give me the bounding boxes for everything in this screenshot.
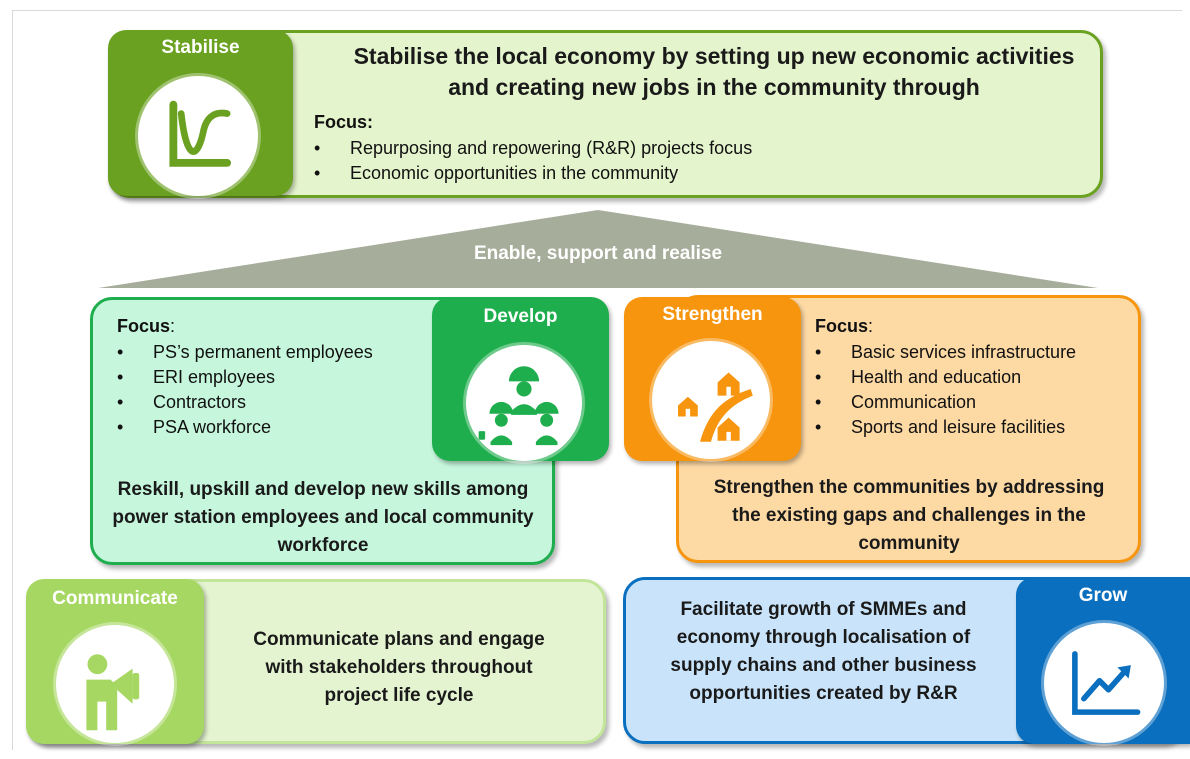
stabilise-heading: Stabilise the local economy by setting u… — [353, 43, 1075, 100]
strengthen-summary: Strengthen the communities by addressing… — [713, 477, 1105, 554]
develop-summary: Reskill, upskill and develop new skills … — [112, 479, 534, 556]
communicate-badge-label: Communicate — [52, 588, 178, 609]
list-item: ERI employees — [117, 365, 373, 390]
grow-badge-label: Grow — [1078, 585, 1128, 606]
frame-top-line — [12, 10, 1182, 11]
develop-badge: Develop — [432, 297, 609, 461]
stabilise-focus-label: Focus: — [314, 112, 374, 132]
strengthen-badge-label: Strengthen — [662, 304, 763, 325]
grow-summary: Facilitate growth of SMMEs and economy t… — [670, 599, 977, 704]
list-item: Repurposing and repowering (R&R) project… — [314, 136, 752, 161]
banner-label: Enable, support and realise — [473, 243, 723, 264]
communicate-summary: Communicate plans and engage with stakeh… — [253, 629, 545, 706]
stabilise-focus-list: Repurposing and repowering (R&R) project… — [314, 136, 752, 186]
stabilise-badge: Stabilise — [108, 30, 293, 196]
list-item: PS’s permanent employees — [117, 340, 373, 365]
develop-focus-list: PS’s permanent employees ERI employees C… — [117, 340, 373, 440]
communicate-badge: Communicate — [26, 579, 204, 744]
list-item: Communication — [815, 390, 1076, 415]
houses-road-icon — [652, 341, 770, 459]
megaphone-person-icon — [56, 625, 174, 743]
list-item: Contractors — [117, 390, 373, 415]
strengthen-focus-label: Focus: — [815, 316, 874, 336]
strengthen-badge: Strengthen — [624, 297, 801, 461]
grow-panel: Facilitate growth of SMMEs and economy t… — [623, 577, 1183, 744]
list-item: Sports and leisure facilities — [815, 415, 1076, 440]
list-item: Economic opportunities in the community — [314, 161, 752, 186]
rising-chart-icon — [1044, 623, 1164, 743]
strengthen-focus-list: Basic services infrastructure Health and… — [815, 340, 1076, 440]
grow-badge: Grow — [1016, 577, 1190, 744]
workers-icon — [466, 345, 582, 461]
enable-banner: Enable, support and realise — [98, 210, 1098, 288]
list-item: PSA workforce — [117, 415, 373, 440]
develop-focus-label: Focus: — [117, 316, 176, 336]
stabilise-badge-label: Stabilise — [161, 37, 240, 58]
list-item: Basic services infrastructure — [815, 340, 1076, 365]
frame-left-line — [12, 10, 13, 750]
develop-badge-label: Develop — [483, 306, 558, 327]
growth-curve-icon — [138, 76, 258, 196]
list-item: Health and education — [815, 365, 1076, 390]
